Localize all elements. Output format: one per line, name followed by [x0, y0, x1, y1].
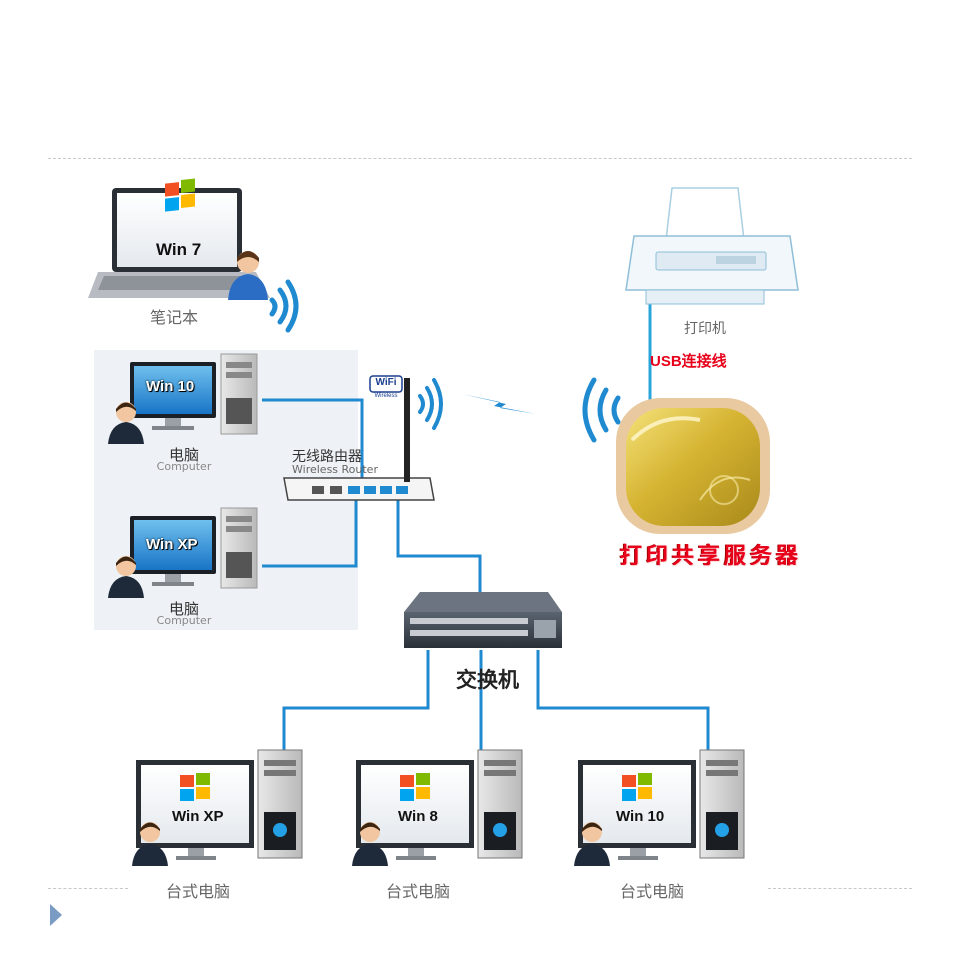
desktop-2-os-label: Win 8 [398, 808, 438, 825]
computer-1-label: 电脑 [168, 446, 199, 464]
user-avatar-icon [574, 822, 610, 866]
computer-win10 [108, 353, 258, 444]
desktop-1-os-label: Win XP [172, 808, 224, 825]
cable-switch-desk3 [536, 650, 710, 752]
cable-router-switch [396, 500, 482, 596]
cables [262, 296, 710, 752]
wireless-signal-icon [462, 394, 536, 414]
cable-switch-desk1 [282, 650, 430, 752]
slide-arrow-icon [50, 904, 62, 926]
user-avatar-icon [108, 402, 144, 444]
laptop-os-label: Win 7 [156, 240, 202, 259]
printer-label: 打印机 [684, 321, 726, 337]
wifi-waves-icon [582, 377, 621, 443]
laptop [88, 178, 299, 333]
user-avatar-icon [352, 822, 388, 866]
desktop-win8 [352, 749, 523, 866]
user-avatar-icon [228, 251, 268, 300]
usb-cable-label: USB连接线 [650, 353, 727, 370]
windows-logo-icon [180, 773, 210, 801]
desktop-2-label: 台式电脑 [386, 882, 451, 901]
wifi-waves-icon [418, 378, 443, 430]
user-avatar-icon [132, 822, 168, 866]
computer-1-os-label: Win 10 [146, 378, 195, 395]
print-server-label: 打印共享服务器 [620, 543, 803, 569]
wifi-waves-icon [269, 279, 299, 333]
windows-logo-icon [165, 178, 195, 212]
laptop-label: 笔记本 [150, 308, 199, 327]
desktop-1-label: 台式电脑 [166, 882, 231, 901]
computer-2-label: 电脑 [168, 600, 199, 618]
desktop-winxp [132, 749, 303, 866]
network-switch [404, 592, 562, 648]
computer-2-os-label: Win XP [146, 536, 198, 553]
wifi-badge [369, 375, 403, 393]
print-server [616, 398, 770, 534]
wifi-badge-text: WiFi [375, 377, 397, 388]
cable-pc2-router [262, 500, 358, 568]
wireless-router [283, 375, 443, 501]
windows-logo-icon [622, 773, 652, 801]
bottom-separator-right [768, 888, 912, 889]
top-separator [48, 158, 912, 159]
bottom-separator-left [48, 888, 128, 889]
user-avatar-icon [108, 556, 144, 598]
computer-1-sublabel: Computer [156, 460, 212, 473]
desktop-win10 [574, 749, 745, 866]
switch-label: 交换机 [456, 668, 519, 692]
router-label: 无线路由器 [292, 449, 362, 465]
computer-winxp [108, 507, 258, 598]
computer-2-sublabel: Computer [156, 614, 212, 627]
desktop-3-label: 台式电脑 [620, 882, 685, 901]
wifi-badge-sub: Wireless [374, 393, 398, 399]
printer [625, 187, 799, 305]
windows-logo-icon [400, 773, 430, 801]
cable-pc1-router [262, 398, 364, 492]
desktop-3-os-label: Win 10 [616, 808, 665, 825]
router-sublabel: Wireless Router [292, 463, 378, 476]
